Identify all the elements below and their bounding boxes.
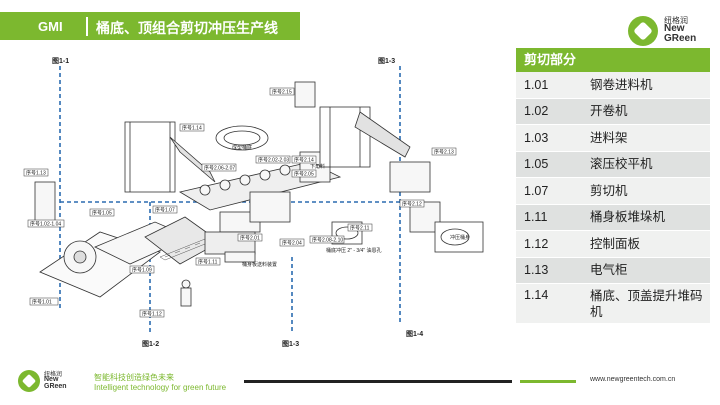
footer-logo-cn: 纽格润 bbox=[44, 372, 63, 378]
label-bottom-punch: 桶底冲压 2" - 3/4" 油恩孔 bbox=[326, 247, 382, 254]
label-scrap: 下角料 bbox=[310, 163, 325, 170]
label-1-13: 序号1.13 bbox=[26, 170, 46, 177]
figure-label-4: 图1-3 bbox=[282, 339, 299, 348]
row-code: 1.07 bbox=[524, 183, 549, 198]
footer-logo: 纽格润 New GReen bbox=[18, 368, 78, 400]
electrical-cabinet bbox=[34, 181, 56, 223]
label-formed-bottom: 成型桶底 bbox=[232, 144, 252, 151]
table-row: 1.07 剪切机 bbox=[516, 178, 710, 205]
row-code: 1.01 bbox=[524, 77, 549, 92]
label-2-01: 序号2.01 bbox=[240, 235, 260, 242]
slogan-en: Intelligent technology for green future bbox=[94, 383, 227, 392]
footer-logo-en2: GReen bbox=[44, 383, 67, 390]
label-1-01: 序号1.01 bbox=[32, 299, 52, 306]
label-2-02: 序号2.02-2.03 bbox=[258, 157, 289, 164]
header-bar bbox=[0, 12, 300, 40]
table-heading: 剪切部分 bbox=[516, 48, 710, 72]
label-2-08: 序号2.08-2.10 bbox=[312, 237, 343, 244]
figure-label-2: 图1-3 bbox=[378, 56, 395, 65]
right-press bbox=[389, 161, 431, 193]
label-2-11: 序号2.11 bbox=[350, 225, 370, 232]
row-name: 钢卷进料机 bbox=[590, 77, 653, 92]
part-labels: 序号1.01 序号1.02-1.04 序号1.05 序号1.07 序号1.09 … bbox=[23, 87, 470, 318]
row-code: 1.14 bbox=[524, 288, 549, 302]
lift-chute-2 bbox=[354, 111, 411, 158]
label-2-04: 序号2.04 bbox=[282, 240, 302, 247]
label-2-12: 序号2.12 bbox=[402, 201, 422, 208]
row-name: 桶身板堆垛机 bbox=[590, 210, 666, 225]
production-line-diagram: 图1-1 图1-3 图1-2 图1-3 图1-4 bbox=[23, 56, 484, 348]
label-2-06: 序号2.06-2.07 bbox=[204, 165, 235, 172]
label-2-15: 序号2.15 bbox=[272, 89, 292, 96]
label-2-13: 序号2.13 bbox=[434, 149, 454, 156]
brand-label: GMI bbox=[38, 19, 63, 34]
logo-en-line2: GReen bbox=[664, 33, 697, 44]
footer-logo-en1: New bbox=[44, 376, 59, 383]
bottom-cover-drawing bbox=[215, 125, 269, 151]
website-url[interactable]: www.newgreentech.com.cn bbox=[590, 376, 676, 383]
figure-label-5: 图1-4 bbox=[406, 329, 423, 338]
table-row: 1.02 开卷机 bbox=[516, 98, 710, 125]
label-1-07: 序号1.07 bbox=[155, 207, 175, 214]
figure-label-3: 图1-2 bbox=[142, 339, 159, 348]
table-row: 1.01 钢卷进料机 bbox=[516, 72, 710, 99]
row-name: 桶底、顶盖提升堆码机 bbox=[590, 289, 703, 319]
row-name: 滚压校平机 bbox=[590, 157, 653, 172]
table-row: 1.13 电气柜 bbox=[516, 257, 710, 284]
row-name: 进料架 bbox=[590, 130, 628, 145]
row-code: 1.11 bbox=[524, 210, 548, 225]
logo-icon bbox=[628, 16, 658, 46]
footer-logo-icon bbox=[18, 370, 40, 392]
row-name: 电气柜 bbox=[590, 263, 628, 278]
label-1-12: 序号1.12 bbox=[142, 311, 162, 318]
row-code: 1.03 bbox=[524, 130, 549, 145]
lifting-stacker-frame bbox=[124, 121, 176, 193]
press-unit bbox=[249, 191, 291, 223]
row-code: 1.05 bbox=[524, 157, 549, 172]
row-name: 控制面板 bbox=[590, 236, 641, 251]
row-code: 1.02 bbox=[524, 104, 549, 119]
footer-logo-en: New GReen bbox=[44, 376, 67, 390]
table-row: 1.05 滚压校平机 bbox=[516, 151, 710, 178]
feed-device bbox=[224, 251, 256, 263]
company-logo: 纽格润 New GReen bbox=[628, 14, 708, 50]
label-1-05: 序号1.05 bbox=[92, 210, 112, 217]
label-1-09: 序号1.09 bbox=[132, 267, 152, 274]
label-2-05: 序号2.05 bbox=[294, 171, 314, 178]
footer-bar-dark bbox=[244, 380, 512, 383]
table-body: 1.01 钢卷进料机 1.02 开卷机 1.03 进料架 1.05 滚压校平机 1.07… bbox=[516, 72, 710, 324]
operator-head bbox=[181, 279, 191, 289]
row-name: 开卷机 bbox=[590, 104, 628, 119]
label-1-14: 序号1.14 bbox=[182, 125, 202, 132]
label-body-punch: 冲压桶身 bbox=[450, 234, 470, 241]
row-name: 剪切机 bbox=[590, 183, 628, 198]
table-row: 1.12 控制面板 bbox=[516, 231, 710, 258]
label-2-14: 序号2.14 bbox=[294, 157, 314, 164]
table-row: 1.14 桶底、顶盖提升堆码机 bbox=[516, 284, 710, 324]
machinery bbox=[34, 81, 484, 307]
figure-label-1: 图1-1 bbox=[52, 56, 69, 65]
table-row: 1.03 进料架 bbox=[516, 125, 710, 152]
logo-en-line1: New bbox=[664, 23, 685, 34]
footer-bar-green bbox=[520, 380, 576, 383]
table-row: 1.11 桶身板堆垛机 bbox=[516, 204, 710, 231]
row-code: 1.13 bbox=[524, 263, 549, 278]
page-title: 桶底、顶组合剪切冲压生产线 bbox=[96, 20, 278, 36]
logo-en: New GReen bbox=[664, 24, 696, 44]
header-divider bbox=[86, 17, 88, 36]
label-1-02: 序号1.02-1.04 bbox=[30, 221, 61, 228]
parts-table: 剪切部分 1.01 钢卷进料机 1.02 开卷机 1.03 进料架 1.05 滚压校平机… bbox=[516, 48, 710, 342]
label-feed-device: 桶身板送料装置 bbox=[242, 261, 277, 268]
punched-body-drawing bbox=[434, 221, 484, 253]
lift-chute-1 bbox=[169, 136, 216, 183]
operator-body bbox=[180, 287, 192, 307]
slogan-cn: 智能科技创造绿色未来 bbox=[94, 373, 174, 382]
label-1-11: 序号1.11 bbox=[198, 259, 218, 266]
control-box-top bbox=[294, 81, 316, 108]
logo-cn: 纽格润 bbox=[664, 16, 688, 25]
row-code: 1.12 bbox=[524, 236, 549, 251]
